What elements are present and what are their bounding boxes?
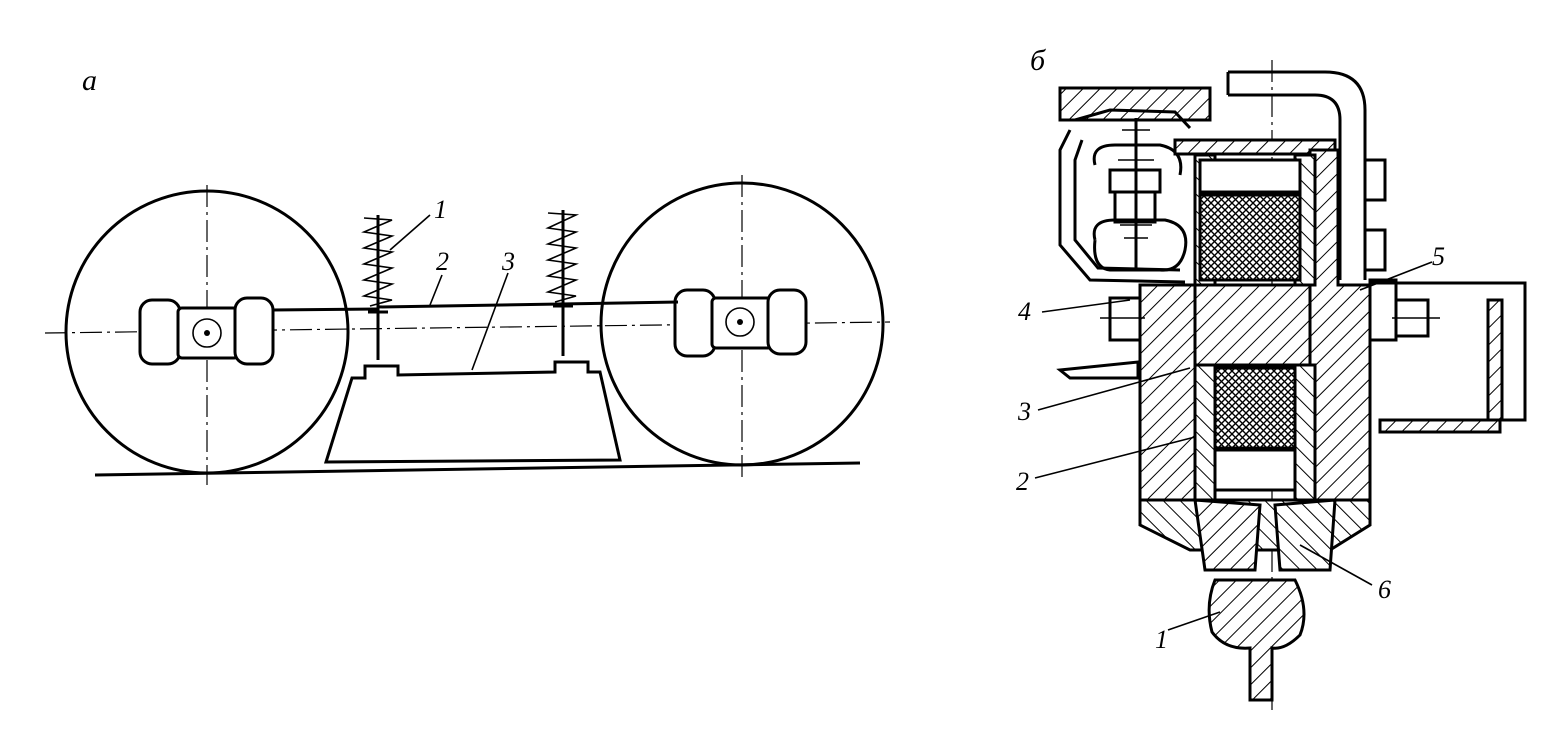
right-axle-box [673, 288, 808, 358]
panel-a-letter: а [82, 64, 97, 97]
callout-b-3: 3 [1017, 397, 1031, 426]
left-axle-box [138, 296, 275, 366]
panel-b-drawing [1034, 60, 1527, 710]
panel-b-letter: б [1030, 44, 1046, 77]
callout-b-1: 1 [1155, 625, 1168, 654]
callout-b-2: 2 [1016, 467, 1029, 496]
brake-shoe [323, 360, 622, 464]
callout-a-2: 2 [436, 247, 449, 276]
callout-a-3: 3 [501, 247, 515, 276]
callout-a-1: 1 [434, 195, 447, 224]
spring-right [545, 210, 580, 356]
callout-b-5: 5 [1432, 242, 1445, 271]
callout-b-6: 6 [1378, 575, 1391, 604]
panel-a-drawing [44, 175, 891, 485]
callout-b-4: 4 [1018, 297, 1031, 326]
spring-left [361, 215, 395, 360]
